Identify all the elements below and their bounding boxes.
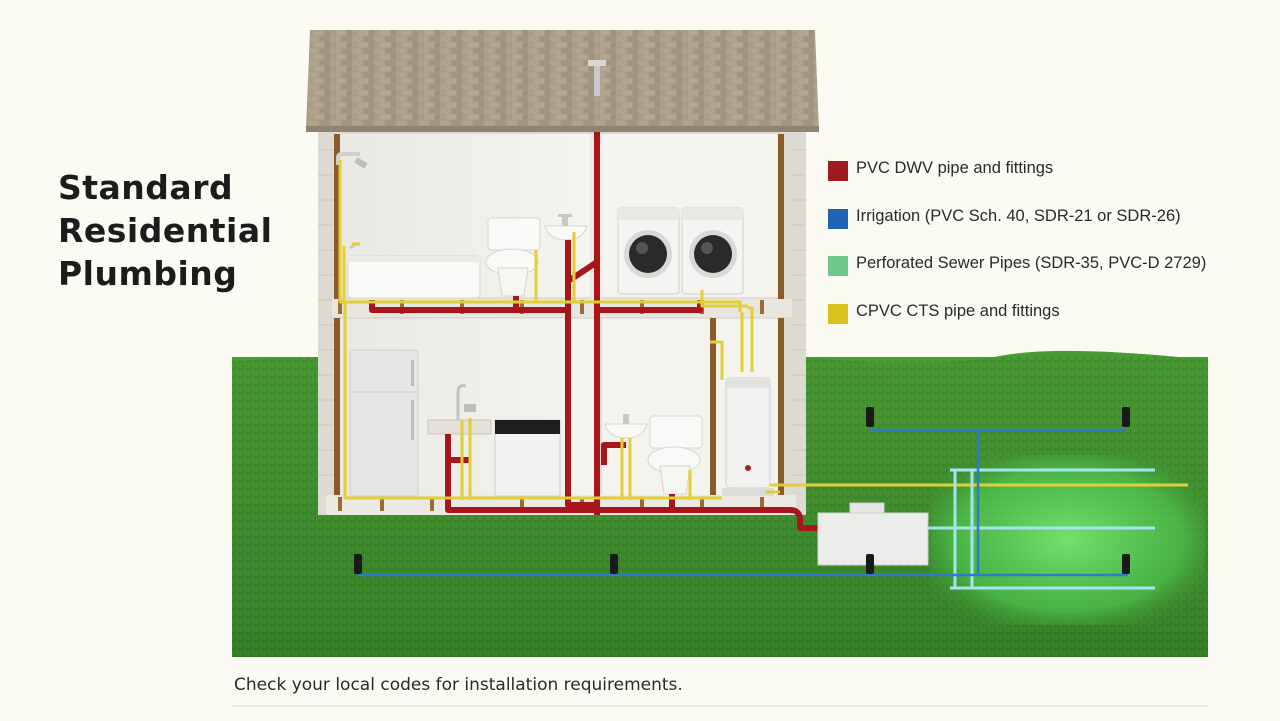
legend-label-cpvc: CPVC CTS pipe and fittings bbox=[856, 301, 1060, 320]
shower-icon bbox=[336, 152, 368, 169]
roof bbox=[306, 30, 819, 132]
title-line-3: Plumbing bbox=[58, 254, 238, 293]
dishwasher-icon bbox=[494, 419, 561, 497]
dryer-icon bbox=[681, 207, 744, 295]
title-line-2: Residential bbox=[58, 211, 273, 250]
footnote: Check your local codes for installation … bbox=[234, 675, 683, 695]
toilet-icon-downstairs bbox=[647, 415, 703, 495]
legend-swatch-irrigation bbox=[828, 208, 848, 229]
bathtub-icon bbox=[347, 242, 481, 299]
toilet-icon-upstairs bbox=[485, 217, 541, 297]
legend-swatch-cpvc bbox=[828, 303, 848, 324]
refrigerator-icon bbox=[349, 349, 419, 497]
legend-item-cpvc: CPVC CTS pipe and fittings bbox=[828, 300, 1268, 348]
sink-icon-downstairs bbox=[604, 414, 648, 439]
legend-swatch-dwv bbox=[828, 161, 848, 181]
legend: PVC DWV pipe and fittings Irrigation (PV… bbox=[828, 157, 1268, 347]
drain-field bbox=[930, 455, 1205, 625]
vent-pipe bbox=[594, 62, 600, 96]
irrigation-pipes bbox=[358, 428, 1128, 577]
legend-label-perforated: Perforated Sewer Pipes (SDR-35, PVC-D 27… bbox=[856, 254, 1207, 272]
kitchen-sink-icon bbox=[427, 384, 492, 435]
legend-item-irrigation: Irrigation (PVC Sch. 40, SDR-21 or SDR-2… bbox=[828, 205, 1268, 253]
legend-label-irrigation: Irrigation (PVC Sch. 40, SDR-21 or SDR-2… bbox=[856, 206, 1181, 225]
sprinkler-head-icon bbox=[354, 407, 1130, 574]
water-heater-icon bbox=[722, 377, 774, 496]
legend-label-dwv: PVC DWV pipe and fittings bbox=[856, 159, 1054, 177]
footer-divider bbox=[232, 705, 1208, 707]
title-line-1: Standard bbox=[58, 168, 234, 207]
legend-item-perforated: Perforated Sewer Pipes (SDR-35, PVC-D 27… bbox=[828, 252, 1268, 300]
legend-swatch-perforated bbox=[828, 256, 848, 276]
diagram-title: Standard Residential Plumbing bbox=[58, 166, 318, 295]
perforated-pipes bbox=[928, 468, 1155, 590]
legend-item-dwv: PVC DWV pipe and fittings bbox=[828, 157, 1268, 205]
washer-icon bbox=[617, 207, 680, 295]
